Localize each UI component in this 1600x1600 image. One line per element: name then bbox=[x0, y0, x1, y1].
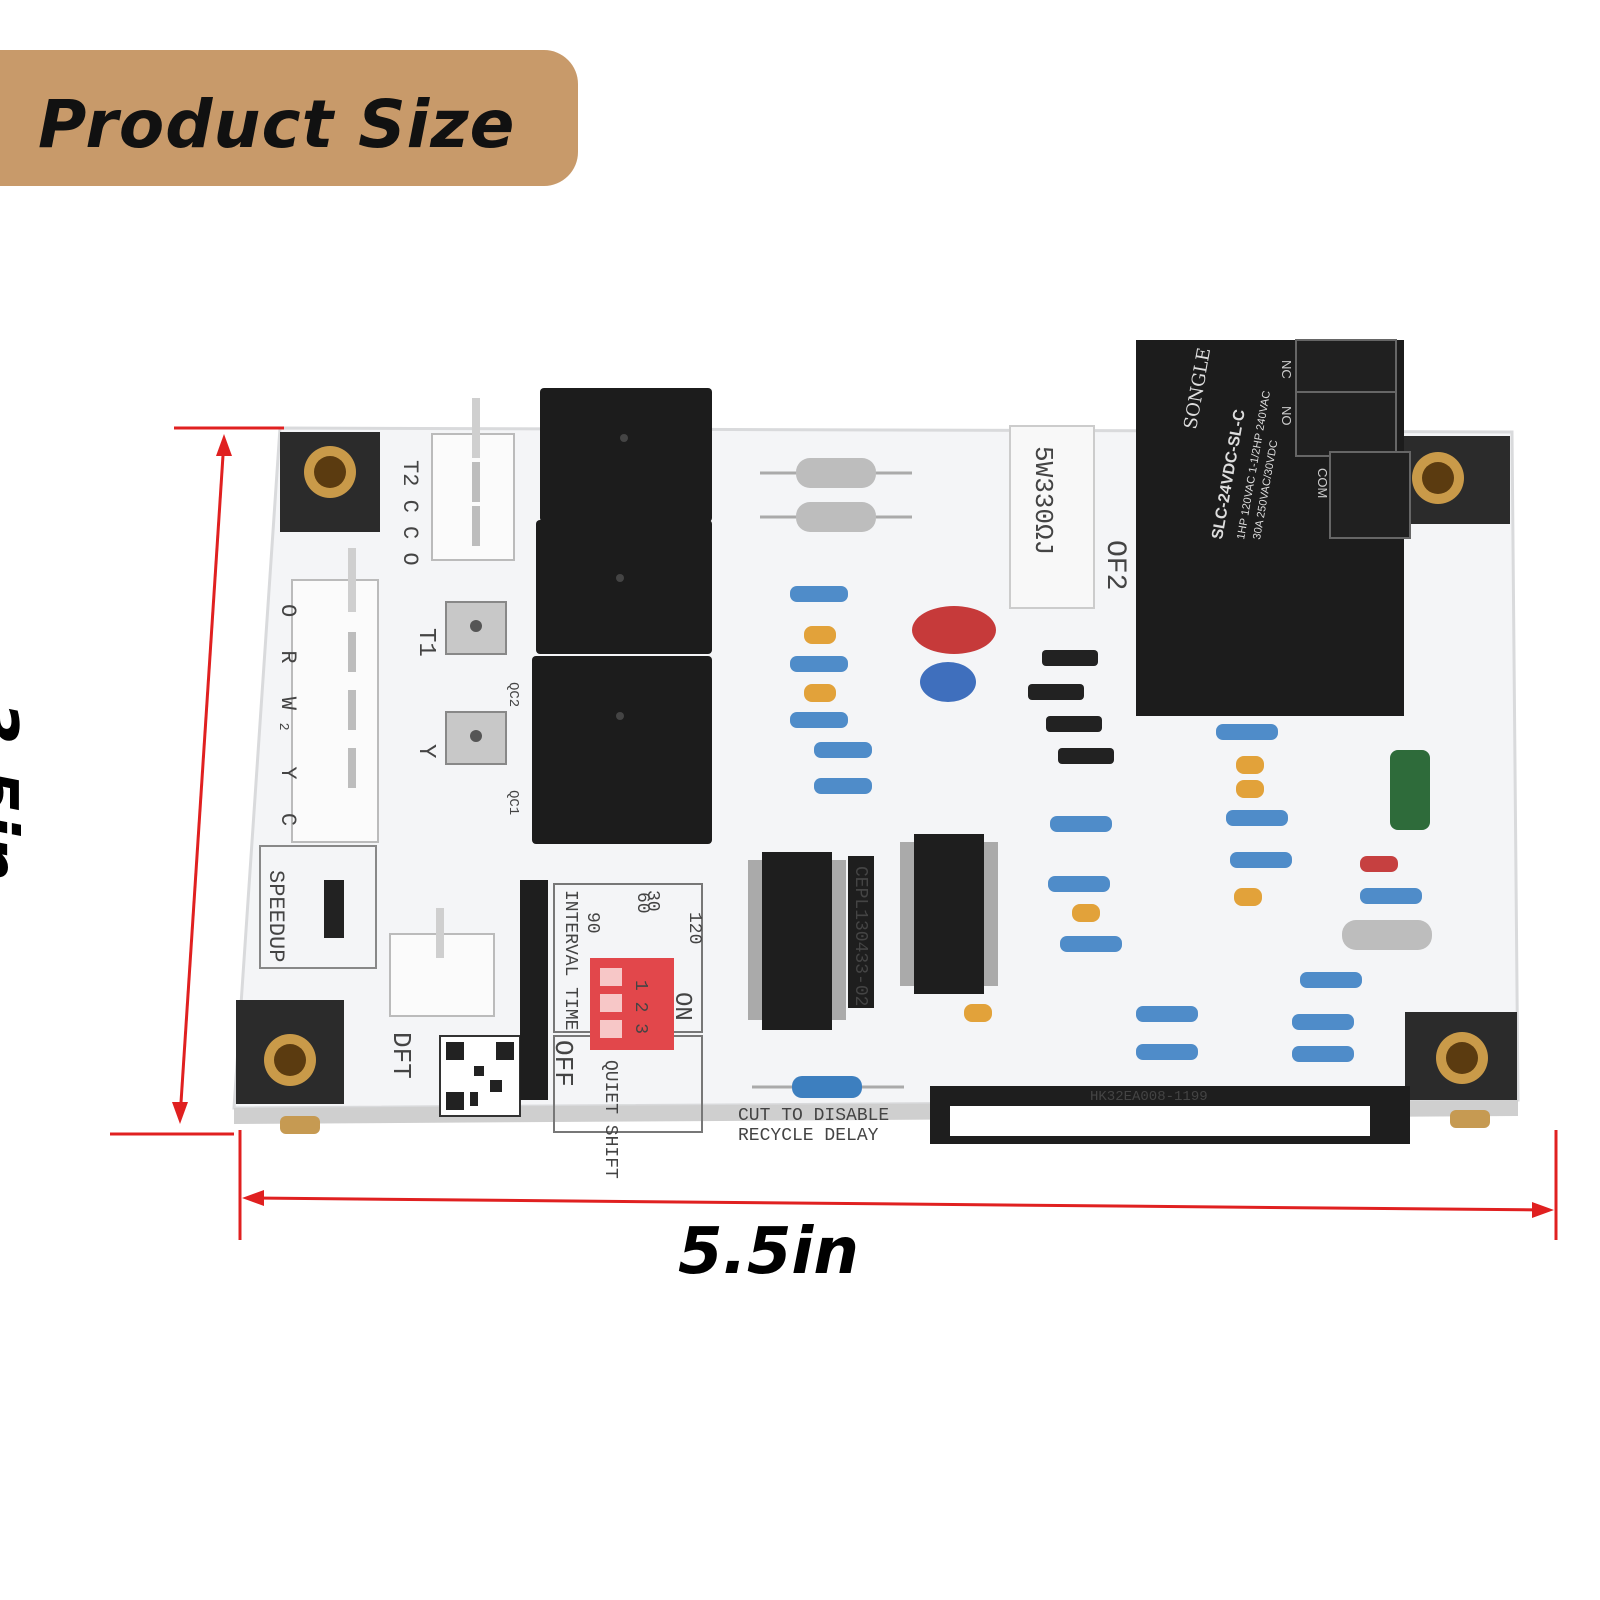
relay-terminal-com: COM bbox=[1315, 468, 1330, 498]
resistor bbox=[760, 458, 912, 488]
dip-value-60: 60 bbox=[632, 892, 652, 914]
of2-label: OF2 bbox=[1099, 540, 1130, 590]
qr-code bbox=[439, 1035, 521, 1117]
chip-label: CEPL130433-02 bbox=[850, 866, 870, 1006]
height-dimension-line bbox=[110, 426, 284, 1136]
top-connector-label: T2 C C O bbox=[397, 460, 422, 566]
dip-on-label: ON bbox=[668, 992, 695, 1021]
quiet-shift-label: QUIET SHIFT bbox=[600, 1060, 620, 1179]
cement-resistor bbox=[1009, 425, 1095, 609]
recycle-delay-label: RECYCLE DELAY bbox=[738, 1126, 879, 1146]
spade-terminal-t1 bbox=[445, 601, 507, 655]
terminal-y-label: Y bbox=[412, 744, 439, 758]
side-connector bbox=[291, 548, 379, 843]
terminal-t1-label: T1 bbox=[412, 628, 439, 657]
side-connector-label: O R W₂ Y C bbox=[275, 604, 300, 836]
dip-off-label: OFF bbox=[548, 1040, 578, 1087]
speedup-jumper bbox=[324, 880, 344, 938]
resistor bbox=[752, 1076, 904, 1098]
resistor-column-right bbox=[964, 724, 1432, 1062]
relay-terminal-no: NO bbox=[1279, 406, 1294, 426]
relay-3 bbox=[532, 656, 712, 844]
dip-value-30: 30 bbox=[642, 890, 662, 912]
mounting-hole-icon bbox=[280, 432, 380, 532]
mounting-hole-icon bbox=[236, 1000, 344, 1104]
dft-connector bbox=[389, 908, 495, 1017]
qc1-label: QC1 bbox=[505, 790, 521, 815]
dip-value-120: 120 bbox=[684, 912, 704, 944]
dip-numbers: 1 2 3 bbox=[630, 980, 650, 1034]
ic-chip bbox=[748, 852, 846, 1030]
capacitor bbox=[920, 662, 976, 702]
dip-value-90: 90 bbox=[582, 912, 602, 934]
main-relay bbox=[1136, 339, 1411, 716]
relay-1 bbox=[540, 388, 712, 522]
dip-switch bbox=[590, 958, 674, 1050]
title-badge: Product Size bbox=[0, 50, 578, 186]
top-connector bbox=[431, 398, 515, 561]
cut-to-disable-label: CUT TO DISABLE bbox=[738, 1106, 889, 1126]
width-dimension-label: 5.5in bbox=[678, 1215, 859, 1289]
dft-label: DFT bbox=[386, 1032, 416, 1079]
qc2-label: QC2 bbox=[505, 682, 521, 707]
mounting-hole-icon bbox=[1405, 1012, 1517, 1100]
cement-resistor-marking: 5W330ΩJ bbox=[1028, 446, 1058, 555]
relay-2 bbox=[536, 520, 712, 654]
interval-time-label: INTERVAL TIME bbox=[560, 890, 580, 1030]
diode-column bbox=[1028, 650, 1114, 764]
page-title: Product Size bbox=[38, 86, 516, 163]
resistor-column bbox=[790, 586, 872, 794]
electrolytic-capacitor bbox=[1390, 750, 1430, 830]
speedup-label: SPEEDUP bbox=[263, 870, 288, 962]
ic-chip bbox=[900, 834, 998, 994]
capacitor bbox=[912, 606, 996, 654]
resistor bbox=[760, 502, 912, 532]
serial-number: HK32EA008-1199 bbox=[1090, 1089, 1208, 1105]
relay-terminal-nc: NC bbox=[1279, 360, 1294, 379]
spade-terminal-y bbox=[445, 711, 507, 765]
height-dimension-label: 3.5in bbox=[0, 700, 30, 881]
barcode bbox=[930, 1086, 1410, 1144]
width-dimension-line bbox=[238, 1130, 1558, 1240]
